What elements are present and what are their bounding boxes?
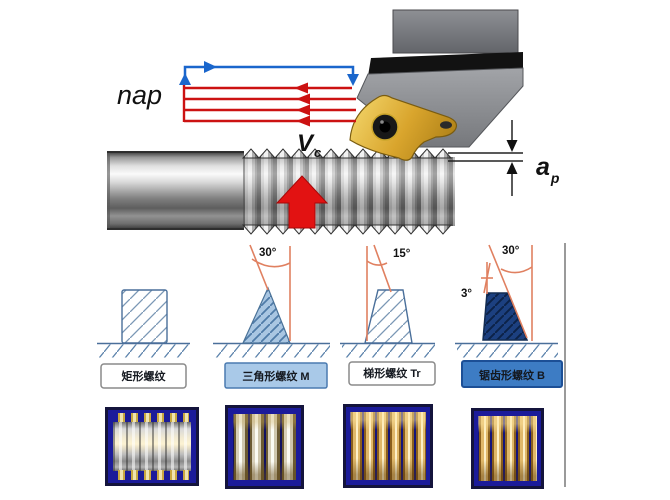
profile-trapezoidal: 15° [364, 244, 413, 344]
red-left-arrowhead-icon [296, 104, 310, 116]
thread-ridges [478, 416, 537, 481]
profile-triangular: 30° [242, 244, 291, 344]
label-box-triangular: 三角形螺纹 M [224, 362, 328, 389]
thread-ridges [233, 414, 296, 480]
thread-turning-diagram: nap Vc ap [107, 9, 560, 235]
vertical-divider [564, 243, 566, 487]
ap-label: ap [536, 153, 560, 186]
insert-nose-dot [440, 121, 452, 129]
feed-path-red-arrows [182, 85, 356, 123]
blue-right-arrowhead-icon [204, 61, 217, 73]
svg-text:梯形螺纹 Tr: 梯形螺纹 Tr [363, 366, 421, 380]
angle-lines [481, 244, 533, 341]
angle-label-15: 15° [393, 248, 411, 260]
svg-text:锯齿形螺纹 B: 锯齿形螺纹 B [479, 368, 545, 382]
nap-label: nap [117, 80, 162, 110]
svg-text:三角形螺纹 M: 三角形螺纹 M [242, 369, 309, 383]
profile-square [121, 289, 168, 344]
ground-hatch [97, 342, 558, 358]
dim-down-arrowhead-icon [506, 140, 518, 152]
dim-up-arrowhead-icon [506, 162, 518, 174]
photo-triangular-thread [225, 405, 304, 489]
blue-down-arrowhead-icon [347, 74, 359, 86]
photo-square-thread [105, 407, 199, 486]
thread-ridges [350, 412, 426, 480]
ap-dimension-lines [448, 120, 523, 196]
red-left-arrowhead-icon [294, 82, 308, 94]
profile-buttress: 30° 3° [461, 244, 533, 341]
svg-text:矩形螺纹: 矩形螺纹 [122, 369, 167, 383]
vc-label: Vc [297, 130, 322, 160]
red-left-arrowhead-icon [296, 115, 310, 127]
label-box-square: 矩形螺纹 [100, 363, 187, 389]
rack-teeth [115, 413, 189, 423]
angle-label-3: 3° [461, 288, 472, 300]
workpiece-rod [107, 148, 455, 235]
red-left-arrowhead-icon [296, 93, 310, 105]
blue-up-arrowhead-icon [179, 73, 191, 85]
thread-profiles-diagram: 30° 15° 30° 3° [97, 244, 563, 389]
rack-teeth [115, 470, 189, 480]
label-box-trapezoidal: 梯形螺纹 Tr [348, 361, 436, 386]
photo-trapezoidal-thread [343, 404, 433, 488]
angle-label-30: 30° [259, 247, 277, 259]
label-box-buttress: 锯齿形螺纹 B [461, 360, 563, 388]
angle-label-30b: 30° [502, 245, 520, 257]
photo-buttress-thread [471, 408, 544, 489]
rack-body [113, 422, 191, 471]
angle-lines [366, 244, 392, 341]
angle-lines [249, 244, 291, 341]
rotation-arrow-icon [275, 175, 329, 229]
threading-insert [349, 94, 458, 161]
